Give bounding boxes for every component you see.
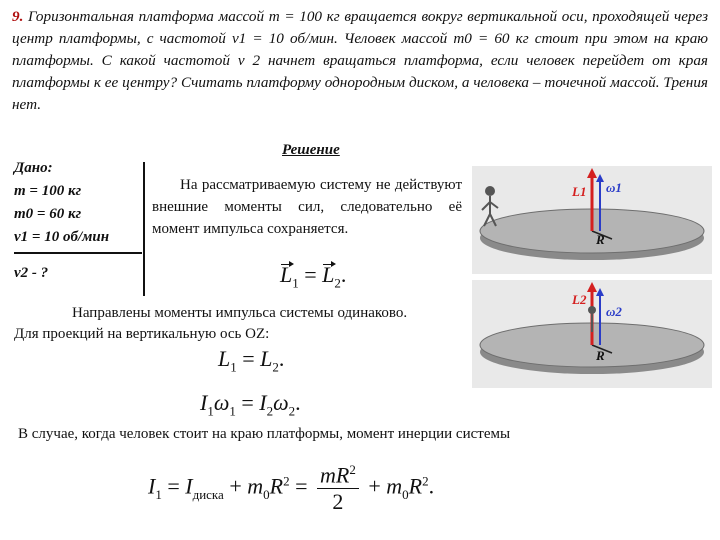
omega1-label: ω1	[606, 180, 622, 195]
problem-number: 9.	[12, 8, 24, 25]
R1-label: R	[595, 232, 605, 247]
L1-arrowhead	[587, 168, 597, 178]
given-frequency: ν1 = 10 об/мин	[14, 229, 110, 245]
L2-arrowhead	[587, 282, 597, 292]
problem-statement: 9. Горизонтальная платформа массой m = 1…	[12, 6, 708, 116]
radius1-line	[591, 230, 613, 240]
given-mass: m = 100 кг	[14, 183, 82, 199]
man-center-icon	[588, 306, 596, 332]
solution-para2: Направлены моменты импульса системы один…	[14, 305, 408, 342]
solution-intro: На рассматриваемую систему не действуют …	[152, 177, 462, 237]
solution-title: Решение	[282, 142, 340, 158]
problem-text: Горизонтальная платформа массой m = 100 …	[12, 8, 708, 113]
solution-para3: В случае, когда человек стоит на краю пл…	[18, 426, 511, 442]
given-divider	[14, 252, 142, 254]
man-icon	[481, 186, 499, 227]
radius2-line	[591, 344, 613, 354]
given-man-mass: m0 = 60 кг	[14, 206, 82, 222]
figure-man-at-center: L2 ω2 R	[472, 280, 712, 388]
given-title: Дано:	[14, 160, 53, 176]
omega1-arrowhead	[596, 174, 604, 182]
R2-label: R	[595, 348, 605, 363]
figure-man-at-edge: L1 ω1 R	[472, 166, 712, 274]
L2-label: L2	[571, 292, 587, 307]
equation-vector-momentum: L1 = L2.	[280, 261, 347, 291]
equation-momentum-projection: L1 = L2.	[218, 346, 285, 375]
given-vertical-divider	[143, 162, 145, 296]
omega2-arrowhead	[596, 288, 604, 296]
L1-label: L1	[571, 184, 586, 199]
omega2-label: ω2	[606, 304, 622, 319]
find-value: ν2 - ?	[14, 265, 49, 281]
solution-para2-line1: Направлены моменты импульса системы один…	[14, 303, 424, 345]
given-block: Дано: m = 100 кг m0 = 60 кг ν1 = 10 об/м…	[14, 157, 142, 249]
equation-inertia-omega: I1ω1 = I2ω2.	[200, 390, 301, 419]
